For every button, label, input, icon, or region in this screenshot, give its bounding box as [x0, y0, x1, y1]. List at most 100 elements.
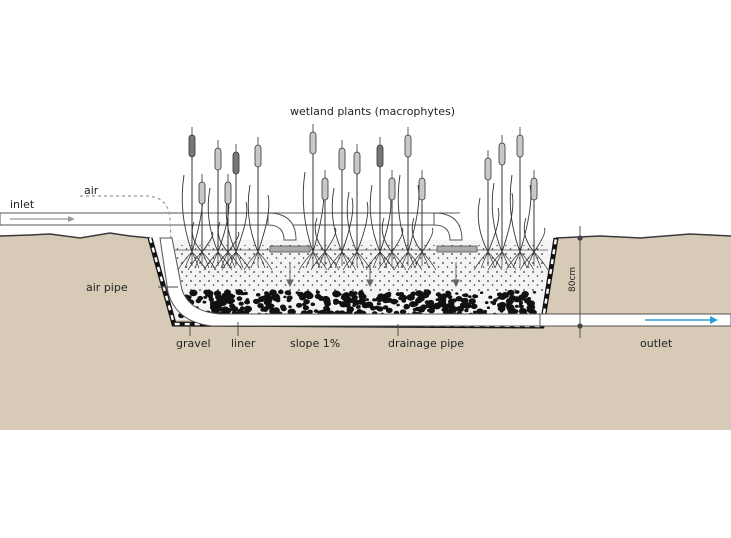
- plant-root: [487, 251, 496, 269]
- gravel-stone: [472, 310, 477, 314]
- gravel-stone: [313, 309, 319, 313]
- gravel-stone: [424, 300, 430, 305]
- plant-leaf: [207, 187, 219, 253]
- gravel-stone: [361, 299, 366, 303]
- gravel-stone: [414, 306, 420, 312]
- gravel-stone: [455, 292, 459, 295]
- cattail-head: [188, 134, 196, 158]
- gravel-label: gravel: [176, 337, 211, 350]
- gravel-stone: [437, 300, 446, 308]
- plant-leaf: [519, 184, 532, 253]
- gravel-stone: [310, 302, 316, 307]
- gravel-stone: [333, 300, 339, 305]
- gravel-stone: [279, 304, 286, 310]
- slope-label: slope 1%: [290, 337, 340, 350]
- cattail-head: [388, 177, 396, 201]
- gravel-stone: [451, 306, 455, 310]
- plant-leaf: [411, 217, 423, 253]
- gravel-stone: [239, 306, 245, 311]
- gravel-stone: [323, 298, 331, 305]
- gravel-stone: [442, 305, 449, 311]
- gravel-stone: [347, 298, 354, 304]
- distributor-plate-1: [269, 245, 311, 253]
- plant-root: [201, 251, 210, 269]
- plant-root: [379, 251, 388, 269]
- gravel-stone: [349, 292, 355, 297]
- gravel-stone: [302, 302, 307, 307]
- gravel-stone: [257, 303, 264, 309]
- gravel-stone: [409, 301, 417, 308]
- plant-root: [235, 251, 244, 269]
- cattail-head: [530, 177, 538, 201]
- gravel-stone: [522, 311, 526, 314]
- gravel-stone: [286, 298, 292, 303]
- plant-leaf: [217, 221, 229, 253]
- plant-leaf: [487, 207, 500, 253]
- plant-leaf: [381, 217, 393, 253]
- gravel-stone: [383, 293, 390, 298]
- gravel-stone: [288, 305, 292, 309]
- gravel-stone: [370, 305, 376, 311]
- plant-root: [220, 251, 229, 269]
- plant-root: [317, 251, 326, 269]
- cattail-plant: [377, 170, 407, 271]
- gravel-stone: [470, 303, 478, 310]
- plant-root: [407, 251, 423, 271]
- plant-leaf: [523, 217, 535, 253]
- plant-leaf: [421, 227, 434, 253]
- plant-root: [194, 251, 203, 269]
- cattail-plant: [473, 150, 503, 271]
- plant-root: [312, 251, 328, 271]
- plant-root: [414, 251, 423, 269]
- gravel-stone: [265, 300, 270, 304]
- cattail-head: [516, 134, 524, 158]
- plant-leaf: [391, 227, 404, 253]
- gravel-stone: [245, 305, 250, 310]
- plant-root: [298, 251, 314, 271]
- gravel-stone: [399, 294, 408, 301]
- gravel-stone: [227, 308, 233, 312]
- plant-root: [243, 251, 259, 271]
- plant-root: [379, 251, 395, 271]
- gravel-stone: [305, 292, 314, 300]
- plant-leaf: [331, 187, 343, 253]
- plant-root: [365, 251, 381, 271]
- cattail-head: [484, 157, 492, 181]
- plant-root: [312, 251, 321, 269]
- gravel-stone: [486, 306, 490, 310]
- gravel-stone: [260, 295, 266, 300]
- cattail-head: [321, 177, 329, 201]
- inlet-label: inlet: [10, 198, 35, 211]
- plant-root: [213, 251, 229, 271]
- plant-root: [519, 251, 535, 271]
- plant-root: [480, 251, 489, 269]
- gravel-stone: [205, 290, 214, 297]
- plant-root: [203, 251, 219, 271]
- gravel-stone: [231, 306, 237, 311]
- gravel-stone: [318, 296, 325, 301]
- plant-root: [257, 251, 266, 269]
- plant-root: [501, 251, 517, 271]
- gravel-stone: [385, 307, 393, 314]
- plant-root: [421, 251, 430, 269]
- gravel-stone: [479, 291, 484, 295]
- gravel-stone: [532, 291, 537, 294]
- plant-root: [487, 251, 503, 271]
- gravel-stone: [265, 293, 272, 298]
- gravel-stone: [269, 289, 277, 296]
- infiltration-arrows: [286, 262, 460, 288]
- cattail-head: [214, 147, 222, 171]
- gravel-stone: [463, 293, 469, 298]
- gravel-stone: [257, 298, 262, 302]
- plant-root: [305, 251, 314, 269]
- title-label: wetland plants (macrophytes): [290, 105, 455, 118]
- plant-root: [473, 251, 489, 271]
- outlet-pipe: [539, 313, 731, 327]
- gravel-stone: [406, 294, 415, 301]
- cattail-plant: [342, 144, 372, 271]
- gravel-stone: [417, 295, 425, 302]
- plant-root: [400, 251, 409, 269]
- cattail-plant: [505, 127, 535, 271]
- cattail-head: [353, 151, 361, 175]
- gravel-stone: [518, 304, 524, 309]
